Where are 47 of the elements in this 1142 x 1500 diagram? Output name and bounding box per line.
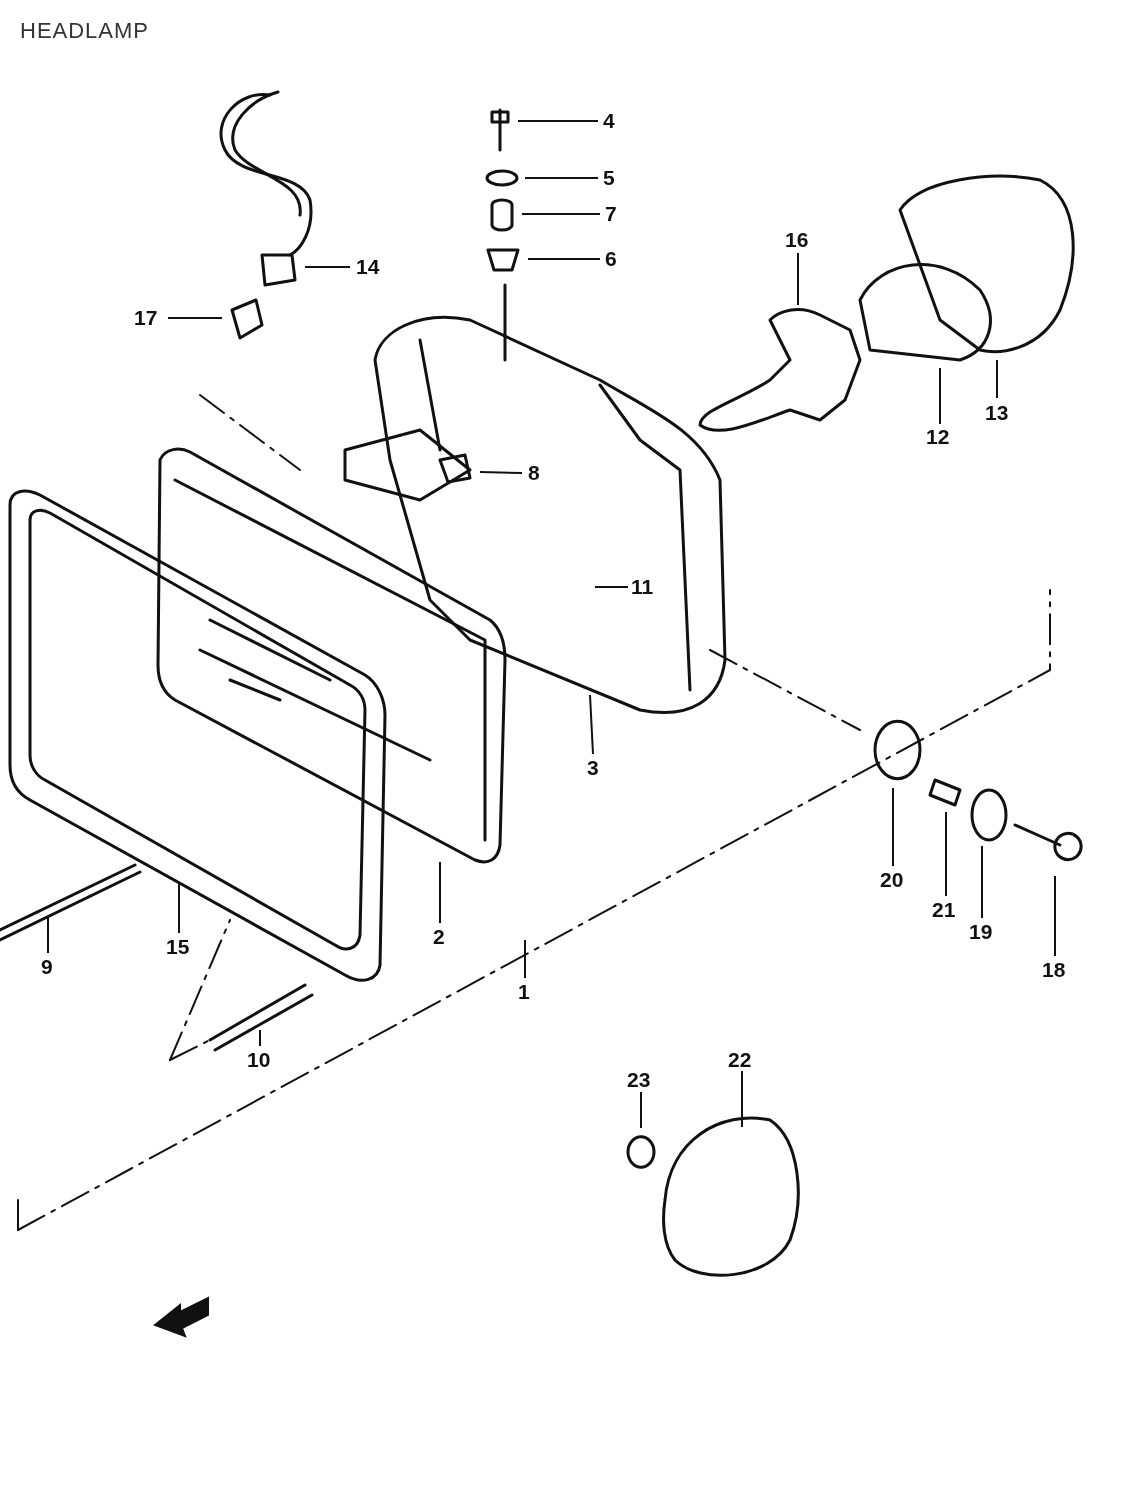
callout-number: 5 xyxy=(603,167,615,189)
callout-number: 4 xyxy=(603,110,615,132)
leader-line xyxy=(589,694,594,755)
leader-line xyxy=(594,586,629,588)
leader-line xyxy=(640,1091,642,1129)
leader-line xyxy=(178,881,180,934)
callout-number: 14 xyxy=(356,256,380,278)
leader-line xyxy=(524,939,526,979)
callout-number: 2 xyxy=(433,926,445,948)
callout-number: 16 xyxy=(785,229,809,251)
callout-number: 15 xyxy=(166,936,190,958)
leader-line xyxy=(47,915,49,954)
diagram-title: HEADLAMP xyxy=(20,18,150,44)
leader-line xyxy=(996,359,998,399)
callout-number: 17 xyxy=(134,307,158,329)
leader-line xyxy=(521,213,601,215)
callout-number: 8 xyxy=(528,462,540,484)
leader-line xyxy=(741,1070,743,1128)
callout-number: 13 xyxy=(985,402,1009,424)
leader-line xyxy=(524,177,599,179)
leader-line xyxy=(797,252,799,306)
leader-line xyxy=(439,861,441,924)
callout-number: 22 xyxy=(728,1049,752,1071)
callout-number: 6 xyxy=(605,248,617,270)
callout-number: 12 xyxy=(926,426,950,448)
leader-line xyxy=(892,787,894,867)
leader-line xyxy=(527,258,601,260)
leader-line xyxy=(304,266,351,268)
callout-number: 11 xyxy=(631,576,654,598)
callout-number: 20 xyxy=(880,869,904,891)
callout-number: 10 xyxy=(247,1049,271,1071)
leader-line xyxy=(479,471,523,474)
callout-number: 18 xyxy=(1042,959,1066,981)
callout-number: 3 xyxy=(587,757,599,779)
callout-number: 7 xyxy=(605,203,617,225)
leader-line xyxy=(259,1029,261,1047)
leader-line xyxy=(1054,875,1056,957)
callout-number: 19 xyxy=(969,921,993,943)
callout-number: 23 xyxy=(627,1069,651,1091)
leader-line xyxy=(981,845,983,919)
leader-line xyxy=(939,367,941,425)
callout-number: 21 xyxy=(932,899,956,921)
callout-number: 1 xyxy=(518,981,530,1003)
callout-number: 9 xyxy=(41,956,53,978)
leader-line xyxy=(167,317,223,319)
leader-line xyxy=(517,120,599,122)
leader-line xyxy=(945,811,947,897)
